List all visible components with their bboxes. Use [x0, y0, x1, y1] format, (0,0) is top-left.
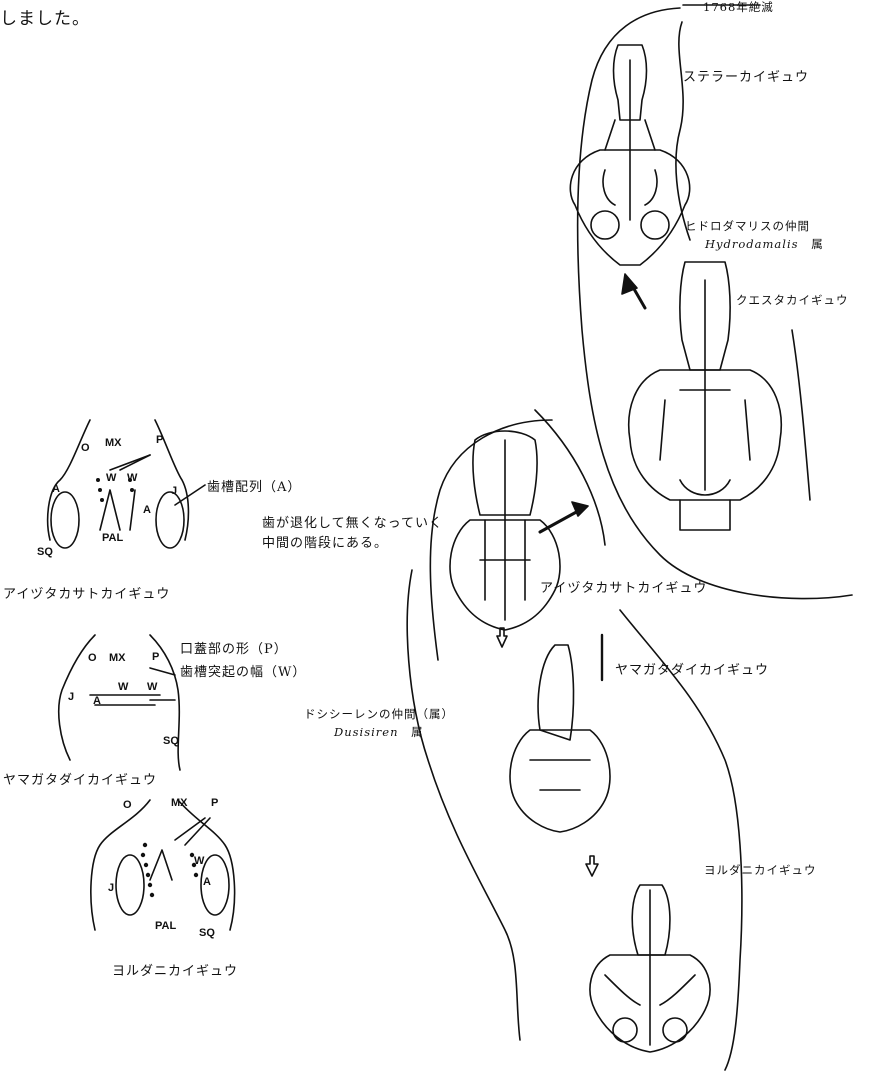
aizu-palate	[48, 420, 205, 548]
hydro-genus-name: Hydrodamalis	[705, 237, 799, 251]
caption-yamagata-left: ヤマガタダイカイギュウ	[3, 769, 157, 788]
tag-A-2: A	[143, 504, 151, 516]
tag-W-4: W	[147, 681, 158, 693]
yorudani-palate	[91, 800, 235, 930]
tag-PAL: PAL	[102, 532, 123, 544]
tag-MX-3: MX	[171, 797, 188, 809]
extinct-note: 1768年絶滅	[703, 0, 774, 15]
tag-A: A	[52, 483, 60, 495]
label-hydro-genus: Hydrodamalis 属	[705, 236, 824, 252]
hydro-genus-suffix: 属	[811, 237, 824, 251]
tag-SQ-2: SQ	[163, 735, 179, 747]
label-aizu-right: アイヅタカサトカイギュウ	[540, 577, 707, 596]
label-steller: ステラーカイギュウ	[683, 66, 809, 85]
tag-MX-2: MX	[109, 652, 126, 664]
tag-W-5: W	[194, 855, 205, 867]
top-text-fragment: しました。	[0, 4, 90, 29]
legend-alveolar-arrangement: 歯槽配列（A）	[207, 476, 301, 495]
tag-W: W	[106, 472, 117, 484]
label-dusi-genus: Dusisiren 属	[334, 724, 424, 740]
legend-palate-shape: 口蓋部の形（P）	[180, 638, 288, 657]
tag-A-4: A	[203, 876, 211, 888]
hydrodamalis-inner-line	[676, 22, 690, 240]
label-hydro-group: ヒドロダマリスの仲間	[685, 218, 810, 234]
dusisiren-boundary	[430, 420, 552, 660]
dusisiren-right-line	[620, 610, 742, 1070]
arrow-open-1	[497, 628, 507, 647]
label-yoruda-right: ヨルダニカイギュウ	[704, 862, 817, 878]
tag-W-3: W	[118, 681, 129, 693]
arrow-open-2	[586, 856, 598, 876]
tag-A-3: A	[93, 695, 101, 707]
tag-SQ: SQ	[37, 546, 53, 558]
tag-P: P	[156, 434, 163, 446]
tag-PAL-2: PAL	[155, 920, 176, 932]
dusi-genus-name: Dusisiren	[334, 725, 399, 739]
tag-J-3: J	[108, 882, 114, 894]
caption-yoruda-left: ヨルダニカイギュウ	[112, 960, 238, 979]
tag-O-2: O	[88, 652, 97, 664]
label-yamagata-right: ヤマガタダイカイギュウ	[615, 659, 769, 678]
tag-J: J	[171, 485, 177, 497]
middle-note: 歯が退化して無くなっていく 中間の階段にある。	[262, 514, 443, 554]
tag-W-2: W	[127, 472, 138, 484]
tag-J-2: J	[68, 691, 74, 703]
label-dusi-group: ドシシーレンの仲間（属）	[304, 706, 454, 722]
tag-MX: MX	[105, 437, 122, 449]
tag-SQ-3: SQ	[199, 927, 215, 939]
tag-O-3: O	[123, 799, 132, 811]
tag-O: O	[81, 442, 90, 454]
yorudani-skull	[590, 885, 710, 1052]
arrow-to-cuesta	[540, 510, 580, 532]
middle-note-line2: 中間の階段にある。	[262, 534, 443, 554]
tag-P-2: P	[152, 651, 159, 663]
caption-aizu-left: アイヅタカサトカイギュウ	[3, 583, 170, 602]
tag-P-3: P	[211, 797, 218, 809]
label-cuesta: クエスタカイギュウ	[736, 292, 849, 308]
steller-skull	[570, 45, 689, 265]
yamagata-skull	[510, 645, 610, 832]
cuesta-line	[792, 330, 810, 500]
dusi-genus-suffix: 属	[411, 725, 424, 739]
legend-alveolar-width: 歯槽突起の幅（W）	[180, 661, 306, 680]
middle-note-line1: 歯が退化して無くなっていく	[262, 514, 443, 534]
